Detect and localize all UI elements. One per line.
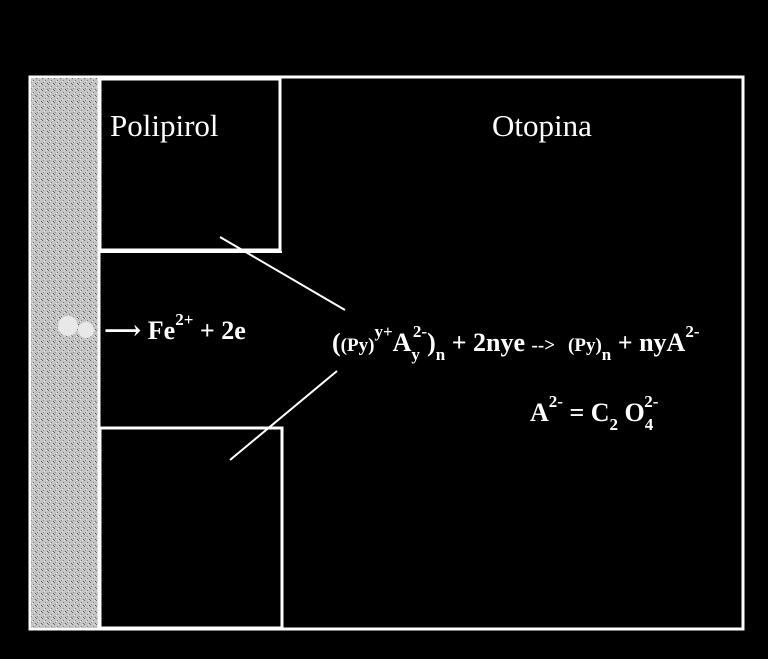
polypyrrole-layer-top: [98, 77, 282, 252]
reaction-arrow: -->: [531, 335, 556, 356]
anion-symbol: A: [392, 328, 412, 357]
carbon-subscript: 2: [609, 415, 619, 434]
py-n-subscript: n: [601, 345, 612, 364]
anion-charge: 2-: [412, 322, 428, 341]
open-paren: (: [332, 328, 341, 357]
iron-ion: Fe: [147, 316, 176, 345]
anion-subscript: y: [411, 345, 420, 364]
electrons-term: + 2nye: [451, 328, 526, 357]
pointer-line-upper: [219, 236, 346, 311]
released-anion: + nyA: [617, 328, 686, 357]
close-paren: ): [427, 328, 436, 357]
oxygen-symbol: O: [624, 398, 645, 427]
polypyrrole-charge: y+: [374, 322, 393, 341]
polypyrrole-oxidized: (Py): [340, 335, 375, 356]
pointer-line-lower: [229, 370, 338, 461]
anion-symbol: A: [530, 398, 549, 427]
solution-label: Otopina: [492, 108, 592, 143]
outer-frame: [28, 75, 745, 631]
anion-charge: 2-: [548, 392, 563, 411]
iron-atom: [78, 322, 94, 338]
electrons-term: + 2e: [199, 316, 246, 345]
oxidation-equation: ⟶ Fe2+ + 2e: [104, 311, 246, 345]
n-subscript: n: [435, 345, 446, 364]
oxygen-subscript: 4: [644, 415, 654, 434]
oxalate-charge: 2-: [644, 392, 659, 411]
steel-electrode: [31, 78, 99, 628]
released-anion-charge: 2-: [685, 322, 700, 341]
polypyrrole-layer-bottom: [98, 426, 284, 630]
iron-atom: [58, 316, 78, 336]
polypyrrole-label: Polipirol: [110, 108, 219, 143]
oxidation-arrow: ⟶: [104, 316, 142, 345]
reduction-equation: ((Py)y+Ay2-)n + 2nye --> (Py)n + nyA2-: [332, 323, 700, 363]
anion-definition: A2- = C2 O42-: [530, 393, 658, 433]
polypyrrole-neutral: (Py): [568, 335, 602, 356]
equals-carbon: = C: [569, 398, 610, 427]
iron-ion-charge: 2+: [175, 310, 194, 329]
